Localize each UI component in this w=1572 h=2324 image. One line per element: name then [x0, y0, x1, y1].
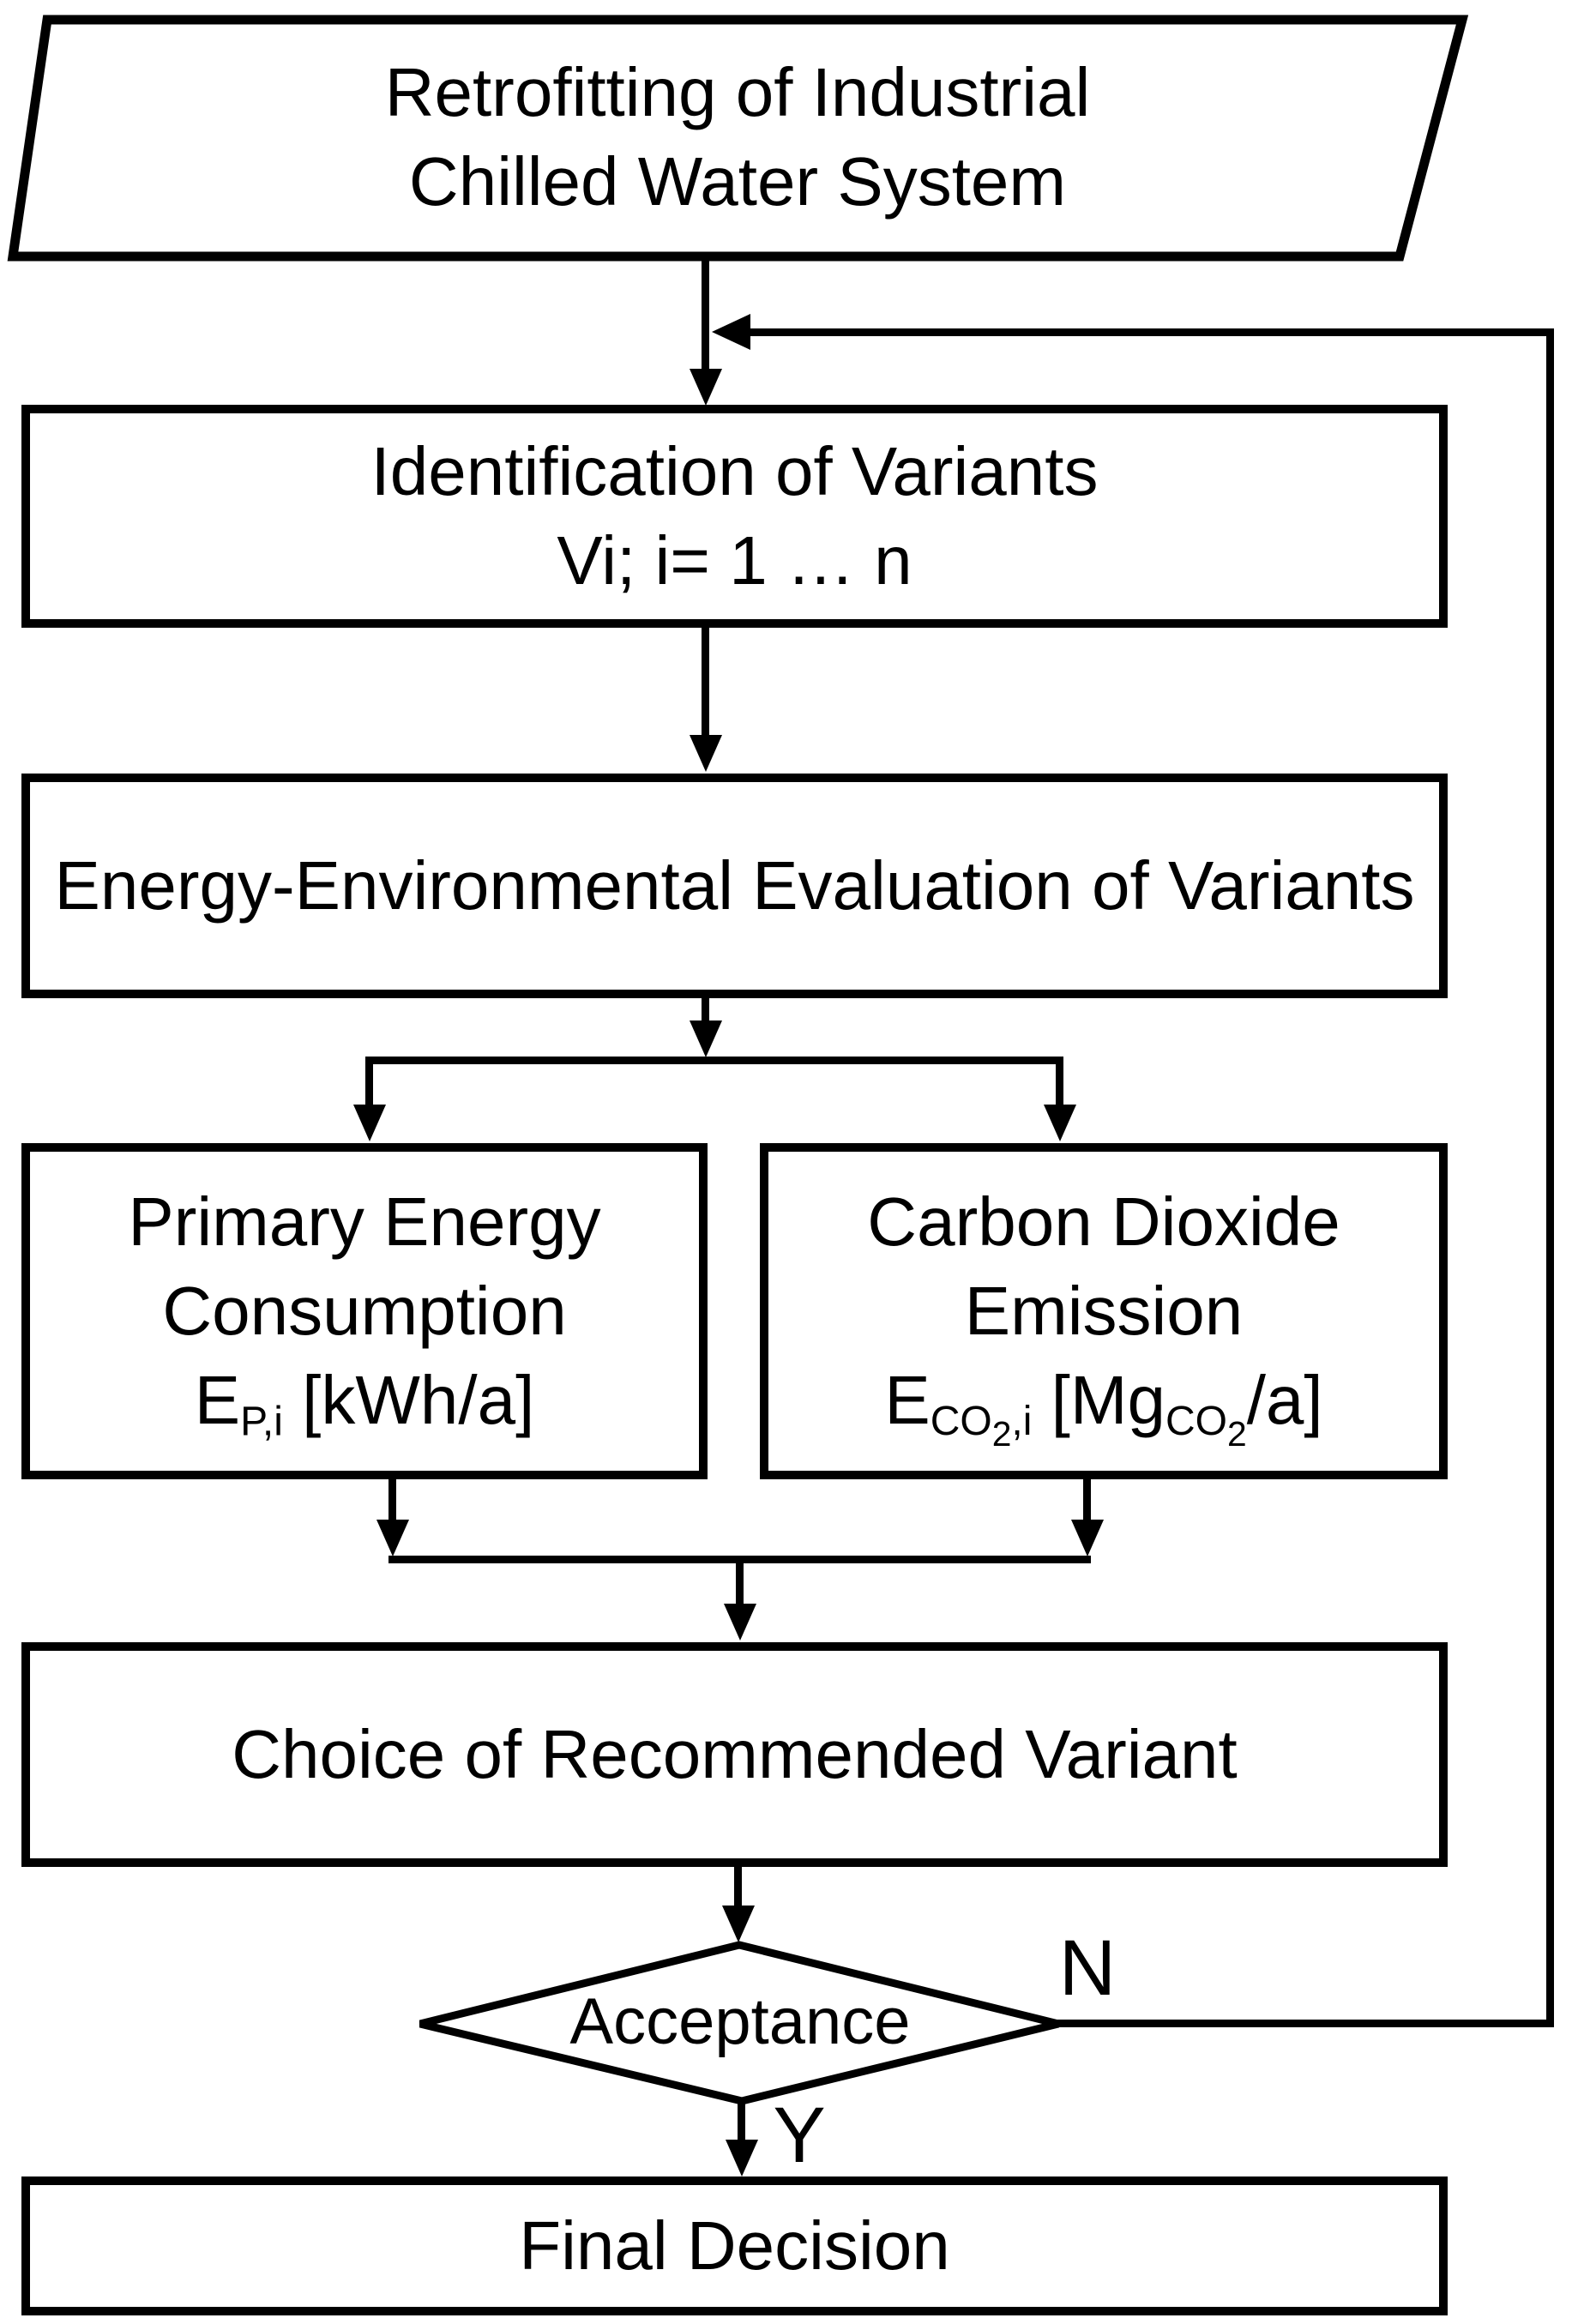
carbon-sub-i: ,i	[1011, 1399, 1033, 1445]
feedback-line-top	[750, 328, 1554, 336]
arrowhead-branch-left	[353, 1105, 386, 1141]
arrowhead-choice-acceptance	[722, 1906, 755, 1942]
arrowhead-merge-right	[1071, 1520, 1104, 1556]
primary-label-line2: Consumption	[162, 1273, 567, 1349]
carbon-formula-base: E	[884, 1362, 931, 1438]
arrowhead-merge-choice	[724, 1604, 756, 1641]
primary-formula: EP,i [kWh/a]	[195, 1356, 535, 1445]
acceptance-label: Acceptance	[569, 1985, 911, 2058]
arrowhead-evaluate-split	[690, 1021, 722, 1057]
connector-merge-choice	[736, 1563, 744, 1605]
branch-right-line	[1056, 1064, 1063, 1105]
evaluate-label: Energy-Environmental Evaluation of Varia…	[54, 847, 1415, 924]
connector-evaluate-split	[702, 998, 709, 1022]
yes-label: Y	[773, 2091, 826, 2179]
start-parallelogram	[7, 15, 1469, 262]
merge-line	[388, 1556, 1091, 1563]
carbon-formula-mid: [Mg	[1032, 1362, 1165, 1438]
feedback-line-right	[1546, 328, 1554, 2027]
carbon-unit-sub-2: 2	[1227, 1414, 1247, 1454]
final-box: Final Decision	[21, 2176, 1448, 2315]
carbon-label-line2: Emission	[964, 1273, 1244, 1349]
feedback-arrowhead	[712, 314, 750, 350]
branch-left-line	[365, 1064, 373, 1105]
connector-start-identify	[702, 255, 709, 370]
identify-label-line2: Vi; i= 1 … n	[557, 522, 912, 599]
primary-formula-base: E	[194, 1362, 241, 1438]
carbon-box: Carbon Dioxide Emission ECO2,i [MgCO2/a]	[760, 1143, 1448, 1479]
carbon-formula-unit-rest: /a]	[1246, 1362, 1323, 1438]
arrowhead-identify-evaluate	[690, 735, 722, 772]
acceptance-label-wrap: Acceptance	[410, 1979, 1070, 2065]
primary-formula-unit: [kWh/a]	[282, 1362, 535, 1438]
start-label: Retrofitting of Industrial Chilled Water…	[51, 26, 1424, 249]
primary-label-line1: Primary Energy	[128, 1183, 601, 1260]
carbon-formula-unit-subscript: CO2	[1165, 1399, 1247, 1452]
merge-left-line	[388, 1479, 396, 1520]
identify-label-line1: Identification of Variants	[370, 433, 1099, 509]
merge-right-line	[1083, 1479, 1091, 1520]
carbon-formula: ECO2,i [MgCO2/a]	[884, 1356, 1323, 1452]
carbon-sub-co: CO	[930, 1399, 992, 1445]
primary-formula-subscript: P,i	[240, 1399, 283, 1445]
connector-choice-acceptance	[734, 1867, 742, 1906]
primary-box: Primary Energy Consumption EP,i [kWh/a]	[21, 1143, 708, 1479]
evaluate-box: Energy-Environmental Evaluation of Varia…	[21, 774, 1448, 998]
carbon-sub-2: 2	[991, 1414, 1012, 1454]
start-label-line2: Chilled Water System	[408, 143, 1067, 220]
arrowhead-start-identify	[690, 369, 722, 406]
final-label: Final Decision	[519, 2207, 950, 2284]
carbon-formula-subscript: CO2,i	[930, 1399, 1033, 1452]
arrowhead-yes-final	[726, 2140, 758, 2176]
identify-box: Identification of Variants Vi; i= 1 … n	[21, 405, 1448, 628]
carbon-label-line1: Carbon Dioxide	[867, 1183, 1340, 1260]
choice-box: Choice of Recommended Variant	[21, 1642, 1448, 1867]
yes-branch-line	[738, 2099, 745, 2140]
carbon-unit-sub-co: CO	[1165, 1399, 1227, 1445]
start-label-line1: Retrofitting of Industrial	[384, 54, 1091, 130]
connector-identify-evaluate	[702, 628, 709, 736]
arrowhead-merge-left	[376, 1520, 409, 1556]
no-branch-line	[1055, 2020, 1554, 2027]
split-line	[365, 1057, 1063, 1064]
choice-label: Choice of Recommended Variant	[232, 1716, 1238, 1792]
no-label: N	[1058, 1924, 1117, 2012]
arrowhead-branch-right	[1044, 1105, 1076, 1141]
